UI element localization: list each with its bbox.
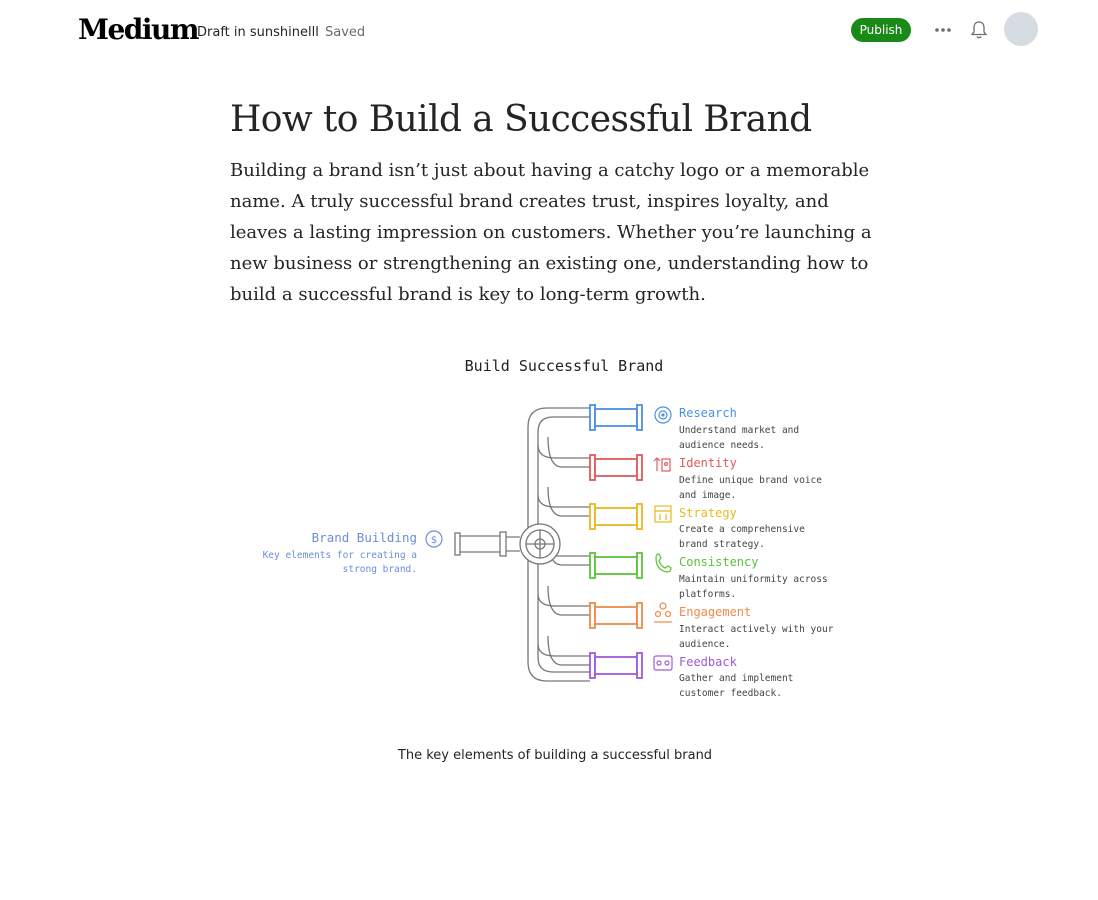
publish-button[interactable]: Publish (851, 18, 911, 42)
diagram-title: Build Successful Brand (465, 357, 664, 375)
identity-line1: Define unique brand voice (679, 475, 822, 486)
pipe-segment-identity (589, 454, 643, 481)
engagement-line1: Interact actively with your (679, 624, 834, 635)
pipe-segment-strategy (589, 503, 643, 530)
identity-title: Identity (679, 456, 737, 470)
save-status: Saved (325, 25, 366, 40)
svg-text:$: $ (431, 535, 437, 546)
feedback-line1: Gather and implement (679, 673, 793, 684)
pipe-segment-research (589, 404, 643, 431)
input-pipe (454, 523, 561, 565)
target-icon (654, 406, 672, 424)
research-title: Research (679, 406, 737, 420)
strategy-line2: brand strategy. (679, 539, 765, 550)
phone-icon (655, 553, 672, 573)
hub-title: Brand Building (312, 530, 417, 545)
more-icon[interactable] (932, 18, 954, 42)
identity-line2: and image. (679, 490, 736, 501)
id-card-icon (653, 457, 671, 472)
feedback-title: Feedback (679, 655, 738, 669)
feedback-line2: customer feedback. (679, 688, 782, 699)
dollar-icon: $ (425, 530, 443, 548)
figure-caption[interactable]: The key elements of building a successfu… (397, 748, 713, 763)
draft-label: Draft in sunshinelll (197, 25, 319, 40)
research-line2: audience needs. (679, 440, 765, 451)
consistency-line2: platforms. (679, 589, 736, 600)
pipe-segment-engagement (589, 602, 643, 629)
pipe-segment-feedback (589, 652, 643, 679)
consistency-title: Consistency (679, 555, 758, 569)
consistency-line1: Maintain uniformity across (679, 574, 828, 585)
article-paragraph[interactable]: Building a brand isn’t just about having… (230, 160, 872, 305)
calendar-icon (654, 505, 672, 523)
strategy-title: Strategy (679, 506, 737, 520)
avatar[interactable] (1004, 12, 1038, 46)
strategy-line1: Create a comprehensive (679, 524, 805, 535)
hub-desc-line2: strong brand. (343, 564, 417, 575)
top-bar: Medium Draft in sunshinelll Saved Publis… (0, 0, 1098, 62)
engagement-line2: audience. (679, 639, 730, 650)
hub-desc-line1: Key elements for creating a (263, 550, 417, 561)
research-line1: Understand market and (679, 425, 799, 436)
people-icon (654, 602, 672, 623)
pipe-segment-consistency (589, 552, 643, 579)
article-title[interactable]: How to Build a Successful Brand (230, 99, 812, 140)
bell-icon[interactable] (968, 17, 990, 43)
medium-logo[interactable]: Medium (78, 13, 200, 46)
engagement-title: Engagement (679, 605, 751, 619)
brand-diagram[interactable]: Build Successful Brand Brand Building (250, 340, 860, 720)
feedback-icon (653, 655, 673, 671)
